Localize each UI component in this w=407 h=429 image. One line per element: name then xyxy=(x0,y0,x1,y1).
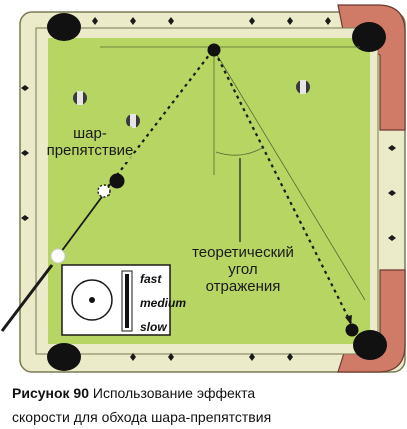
ball-paths xyxy=(103,49,352,324)
caption-number: Рисунок 90 xyxy=(12,385,89,401)
guide-lines xyxy=(100,46,366,301)
angle-label-bg xyxy=(178,244,308,298)
speed-fast-label: fast xyxy=(140,272,162,286)
caption-line2: скорости для обхода шара-препятствия xyxy=(12,409,272,425)
obstacle-label-line2: препятствие xyxy=(46,142,134,159)
billiard-table-diagram xyxy=(0,4,406,373)
pocket-top-left xyxy=(47,13,81,41)
obstacle-ball xyxy=(109,173,125,189)
obstacle-label-line1: шар- xyxy=(73,125,107,142)
cue-ball xyxy=(50,248,66,264)
angle-label-line2: угол xyxy=(228,261,258,278)
cue-tip-contact-point xyxy=(89,297,95,303)
caption-text-line1: Использование эффекта xyxy=(89,385,256,401)
target-ball-top xyxy=(207,43,221,57)
figure-caption: Рисунок 90 Использование эффекта скорост… xyxy=(12,381,402,429)
cue-path-to-cushion xyxy=(103,49,214,193)
ghost-ball xyxy=(97,184,111,198)
cue-path-after-bounce xyxy=(214,51,352,324)
reflection-angle-label: теоретический угол отражения xyxy=(168,244,318,295)
cue-stick xyxy=(0,264,54,332)
angle-label-line3: отражения xyxy=(205,278,281,295)
cue-ball-trajectory xyxy=(57,193,105,257)
pocket-bottom-right xyxy=(353,330,387,360)
speed-legend xyxy=(61,264,171,336)
pockets xyxy=(47,13,387,371)
speed-slow-label: slow xyxy=(140,320,167,334)
angle-label-line1: теоретический xyxy=(192,244,294,261)
obstacle-label-bg xyxy=(48,126,132,162)
target-ball-bottom xyxy=(345,323,359,337)
pocket-top-right xyxy=(352,22,386,52)
speed-scale-fill xyxy=(125,274,129,328)
object-balls xyxy=(73,43,359,337)
arrow-head-pocket xyxy=(345,315,352,325)
obstacle-ball-label: шар- препятствие xyxy=(40,125,140,159)
rail-diamonds xyxy=(21,17,396,361)
caption-line1: Рисунок 90 Использование эффекта xyxy=(12,381,402,405)
speed-medium-label: medium xyxy=(140,296,187,310)
pocket-bottom-left xyxy=(47,343,81,371)
